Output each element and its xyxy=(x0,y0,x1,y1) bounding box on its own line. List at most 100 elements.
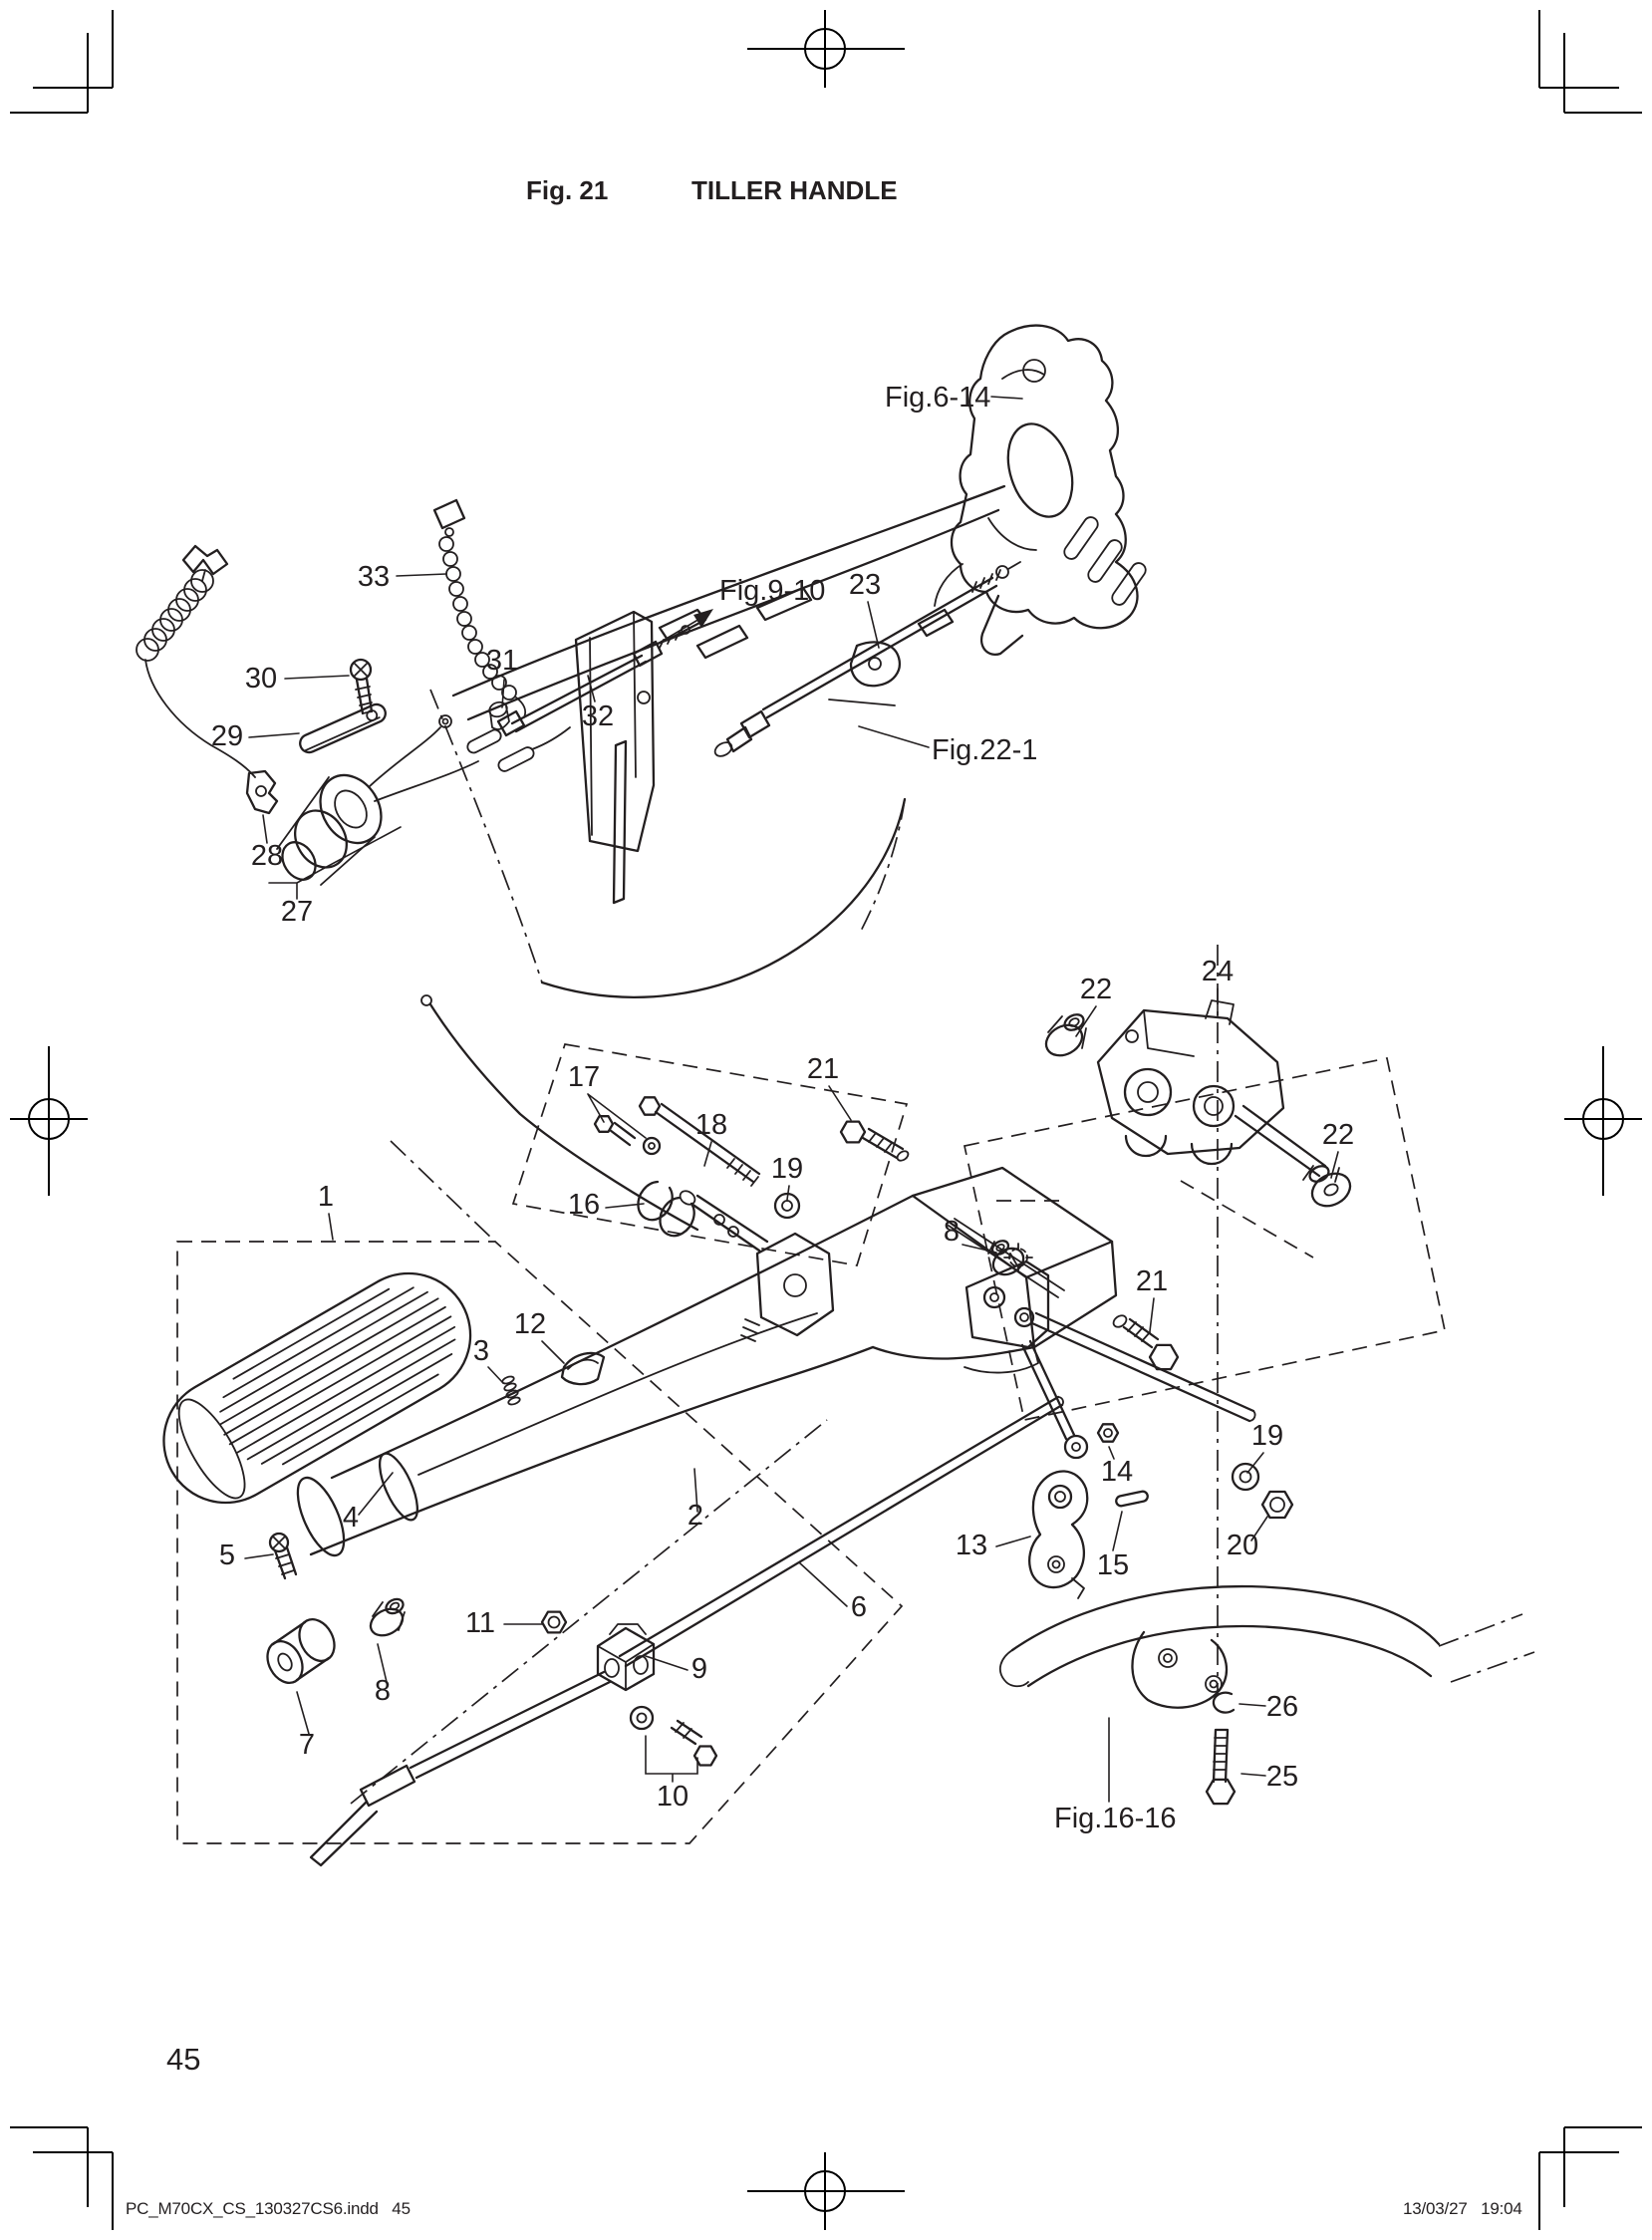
assembly-boundary-boxes xyxy=(176,945,1447,1844)
part-callout-8-bottom: 8 xyxy=(375,1675,391,1707)
link-rod-lower-drawing xyxy=(1020,1339,1089,1460)
part-callout-16: 16 xyxy=(568,1189,600,1221)
part-callout-10: 10 xyxy=(657,1781,688,1813)
footer-filename: PC_M70CX_CS_130327CS6.indd 45 xyxy=(126,2199,411,2218)
part-callout-3: 3 xyxy=(473,1335,489,1367)
trim-corner-bottom-left xyxy=(10,2126,114,2230)
part-callout-22-left: 22 xyxy=(1080,974,1112,1005)
bolt-21-center-drawing xyxy=(839,1120,910,1162)
part-callout-26: 26 xyxy=(1266,1691,1298,1723)
nut-20-drawing xyxy=(1260,1490,1294,1520)
part-callout-20: 20 xyxy=(1227,1530,1258,1561)
figure-ref-16-16: Fig.16-16 xyxy=(1054,1803,1177,1834)
washer-bolt-10-drawing xyxy=(629,1705,718,1767)
bolt-17-drawing xyxy=(593,1115,662,1156)
throttle-shaft-assembly-drawing xyxy=(679,1190,835,1342)
tie-rod-6-drawing xyxy=(618,1395,1064,1668)
fig-16-16-bracket-drawing xyxy=(998,1584,1535,1709)
trim-corner-bottom-right xyxy=(1538,2126,1642,2230)
part-callout-28: 28 xyxy=(251,840,283,872)
part-callout-7: 7 xyxy=(299,1729,315,1761)
trim-corner-top-right xyxy=(1538,10,1642,114)
nut-14-drawing xyxy=(1096,1423,1120,1443)
text-layer: Fig. 21 TILLER HANDLE Fig.6-14 Fig.9-10 … xyxy=(126,175,1522,2218)
screw-5-drawing xyxy=(268,1532,298,1580)
bead-chain-33-drawing xyxy=(432,498,527,718)
pin-15-drawing xyxy=(1115,1490,1149,1508)
register-mark-bottom-center xyxy=(747,2152,905,2230)
part-callout-21-right: 21 xyxy=(1136,1265,1168,1297)
figure-number-title: Fig. 21 xyxy=(526,175,608,205)
figure-name-title: TILLER HANDLE xyxy=(691,175,898,205)
register-mark-top-center xyxy=(747,10,905,88)
joint-block-9-drawing xyxy=(596,1623,656,1692)
washer-19-right-drawing xyxy=(1231,1462,1260,1492)
cowl-fig-22-1-drawing xyxy=(420,484,1006,1232)
part-callout-14: 14 xyxy=(1101,1456,1133,1488)
leader-lines xyxy=(244,396,1339,1803)
stud-18-drawing xyxy=(638,1096,761,1187)
trim-corner-top-left xyxy=(10,10,114,114)
part-callout-23: 23 xyxy=(849,569,881,601)
part-callout-9: 9 xyxy=(691,1653,707,1685)
grommet-22-right-drawing xyxy=(1302,1165,1352,1208)
part-callout-22-right: 22 xyxy=(1322,1119,1354,1151)
register-mark-left-middle xyxy=(10,1046,88,1196)
washer-26-drawing xyxy=(1212,1691,1236,1714)
part-callout-15: 15 xyxy=(1097,1549,1129,1581)
tiller-handle-body-2-drawing xyxy=(296,1166,1118,1557)
part-callout-19-center: 19 xyxy=(771,1153,803,1185)
part-callout-21-center: 21 xyxy=(807,1053,839,1085)
part-callout-25: 25 xyxy=(1266,1761,1298,1793)
part-callout-5: 5 xyxy=(219,1540,235,1571)
page-number: 45 xyxy=(166,2042,200,2077)
part-callout-17: 17 xyxy=(568,1061,600,1093)
part-callout-1: 1 xyxy=(318,1181,334,1213)
part-callout-19-right: 19 xyxy=(1251,1420,1283,1452)
part-callout-31: 31 xyxy=(486,645,518,677)
screw-30-drawing xyxy=(349,658,374,715)
footer-timestamp: 13/03/27 19:04 xyxy=(1403,2199,1522,2218)
part-callout-18: 18 xyxy=(695,1109,727,1141)
link-rod-upper-drawing xyxy=(1030,1311,1256,1423)
swivel-bracket-fig-6-14-drawing xyxy=(934,324,1147,657)
figure-ref-22-1: Fig.22-1 xyxy=(932,734,1037,766)
part-callout-27: 27 xyxy=(281,896,313,928)
clip-29-drawing xyxy=(299,702,387,754)
handle-grip-4-drawing xyxy=(162,1271,472,1505)
part-callout-4: 4 xyxy=(343,1502,359,1534)
wedge-12-drawing xyxy=(560,1351,606,1386)
bushing-8-bottom-drawing xyxy=(369,1597,406,1637)
washer-19-center-drawing xyxy=(773,1192,801,1220)
bushing-7-drawing xyxy=(266,1618,336,1684)
figure-ref-9-10: Fig.9-10 xyxy=(719,575,825,607)
part-callout-29: 29 xyxy=(211,720,243,752)
lever-13-drawing xyxy=(1028,1470,1089,1599)
part-callout-30: 30 xyxy=(245,663,277,695)
lanyard-28-drawing xyxy=(136,544,279,815)
register-mark-right-middle xyxy=(1564,1046,1642,1196)
lock-washers-16-drawing xyxy=(637,1180,695,1238)
bolt-25-drawing xyxy=(1205,1728,1237,1806)
grommet-22-left-drawing xyxy=(1044,1013,1087,1057)
nut-11-drawing xyxy=(540,1610,568,1634)
part-callout-24: 24 xyxy=(1202,956,1234,987)
steering-bracket-24-drawing xyxy=(1044,999,1352,1208)
bolt-21-right-drawing xyxy=(1112,1314,1180,1371)
part-callout-2: 2 xyxy=(688,1500,703,1532)
figure-ref-6-14: Fig.6-14 xyxy=(885,382,990,414)
cable-cap-31-drawing xyxy=(488,700,510,730)
trim-marks xyxy=(10,10,1642,2230)
part-callout-32: 32 xyxy=(582,700,614,732)
stop-switch-27-drawing xyxy=(276,714,571,886)
spring-3-drawing xyxy=(501,1375,521,1406)
diagram-drawing xyxy=(136,324,1535,1867)
part-callout-33: 33 xyxy=(358,561,390,593)
lower-rod-drawing xyxy=(309,1670,612,1867)
part-callout-12: 12 xyxy=(514,1308,546,1340)
part-callout-13: 13 xyxy=(956,1530,987,1561)
part-callout-6: 6 xyxy=(851,1591,867,1623)
part-callout-8-top: 8 xyxy=(944,1216,960,1248)
